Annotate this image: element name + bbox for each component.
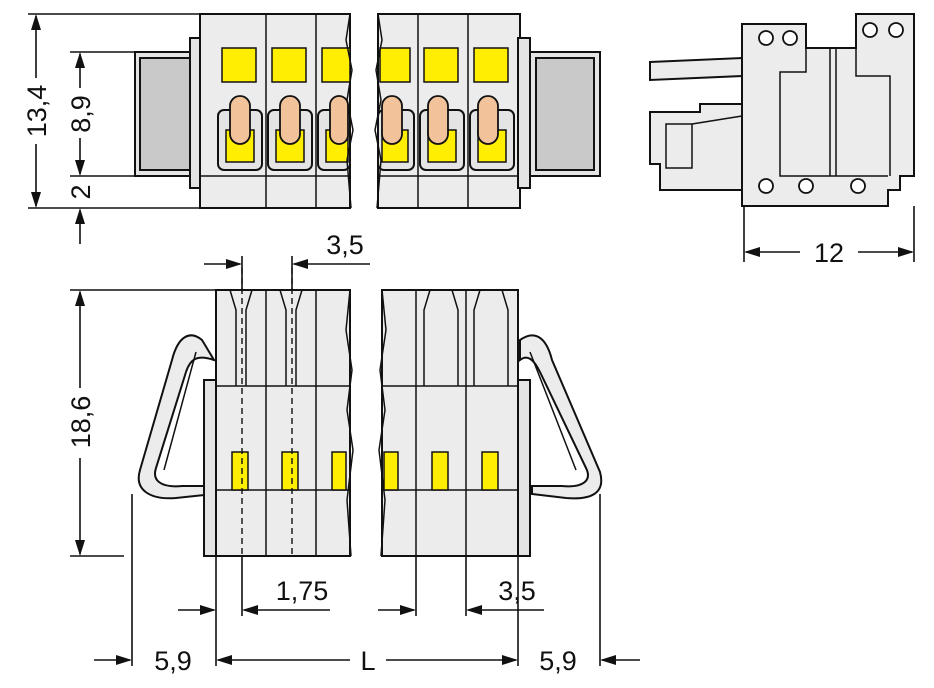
release-lever <box>649 56 743 82</box>
test-hole <box>758 30 774 46</box>
side-view <box>649 13 915 207</box>
operating-slot <box>481 451 499 491</box>
test-hole <box>758 178 774 194</box>
front-view-dimensions: 13,4 8,9 2 <box>18 13 200 244</box>
operating-slot <box>281 451 299 491</box>
plug-part <box>649 103 743 191</box>
right-latch-inner <box>535 57 595 171</box>
dim-pitch-bottom: 3,5 <box>498 576 536 606</box>
operating-slot <box>321 47 351 83</box>
test-hole <box>850 178 866 194</box>
dim-overall-height: 13,4 <box>22 85 52 138</box>
operating-slot <box>379 47 411 83</box>
dim-latch-left: 5,9 <box>154 646 192 676</box>
operating-slot <box>231 451 249 491</box>
test-hole <box>862 22 878 38</box>
dim-bottom-offset: 2 <box>66 184 96 199</box>
dim-side-depth: 12 <box>814 238 844 268</box>
front-view <box>134 13 601 209</box>
operating-slot <box>431 451 449 491</box>
top-view-dimensions: 3,5 18,6 1,75 3,5 5,9 <box>64 230 640 676</box>
operating-slot <box>473 47 509 83</box>
dim-half-pitch: 1,75 <box>276 576 329 606</box>
dim-length: 18,6 <box>66 396 96 449</box>
dim-inner-height: 8,9 <box>66 95 96 133</box>
operating-slot <box>423 47 459 83</box>
right-latch-arm <box>519 334 603 500</box>
test-hole <box>782 30 798 46</box>
right-flange <box>517 37 531 189</box>
operating-slot <box>221 47 257 83</box>
right-side-rail <box>517 379 531 557</box>
operating-slot <box>271 47 307 83</box>
top-view <box>137 268 603 557</box>
housing-right-top <box>381 289 519 557</box>
operating-slot <box>331 451 347 491</box>
dim-latch-right: 5,9 <box>539 646 577 676</box>
test-hole <box>798 178 814 194</box>
dim-variable-length: L <box>360 646 375 676</box>
side-view-dimensions: 12 <box>743 206 915 268</box>
clamp-openings <box>217 95 515 171</box>
dim-pitch-top: 3,5 <box>326 230 364 260</box>
operating-slot <box>383 451 399 491</box>
left-side-rail <box>203 379 217 557</box>
test-hole <box>888 22 904 38</box>
left-latch-arm <box>137 334 217 500</box>
left-latch-inner <box>139 57 196 171</box>
